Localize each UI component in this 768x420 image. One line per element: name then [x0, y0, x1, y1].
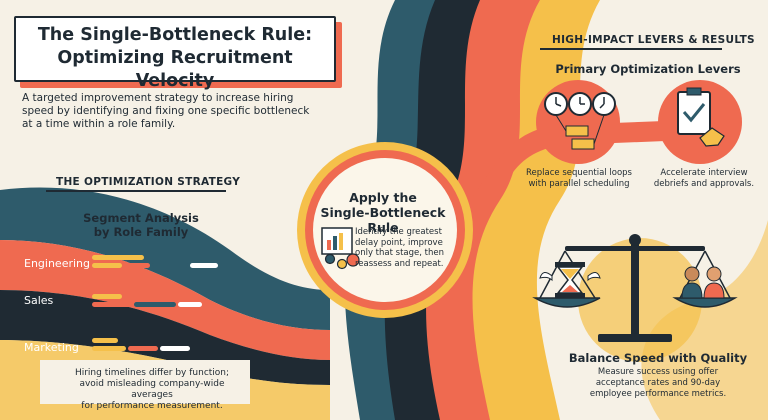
strategy-heading: THE OPTIMIZATION STRATEGY [56, 176, 241, 188]
title-line-1: The Single-Bottleneck Rule: [37, 25, 313, 45]
segment-title-line-1: Segment Analysis [83, 211, 199, 225]
ribbon-teal-left [0, 187, 330, 330]
note-panel [40, 360, 250, 404]
center-title: Apply the Single-Bottleneck Rule [305, 190, 461, 235]
balance-description-line-1: Measure success using offer [597, 367, 719, 377]
title-line-2: Optimizing Recruitment Velocity [57, 48, 293, 91]
intro-text: A targeted improvement strategy to incre… [22, 92, 310, 130]
balance-description: Measure success using offer acceptance r… [563, 367, 753, 400]
timeline-bar [160, 346, 190, 351]
segment-note-line-2: avoid misleading company-wide averages [79, 379, 225, 400]
segment-note-line-3: for performance measurement. [81, 401, 223, 411]
timeline-bar [92, 294, 122, 299]
levers-divider [540, 48, 722, 50]
role-engineering: Engineering [24, 257, 90, 270]
timeline-bar [128, 346, 158, 351]
balance-description-line-2: acceptance rates and 90-day [595, 378, 721, 388]
timeline-bar [92, 302, 132, 307]
lever2-caption-line-1: Accelerate interview [660, 168, 748, 178]
lever2-caption: Accelerate interview debriefs and approv… [648, 168, 760, 189]
timeline-bar [124, 263, 150, 268]
segment-note: Hiring timelines differ by function; avo… [64, 368, 240, 412]
lever1-caption: Replace sequential loops with parallel s… [520, 168, 638, 189]
lever1-caption-line-2: with parallel scheduling [528, 178, 630, 189]
center-title-line-2: Single-Bottleneck Rule [320, 205, 446, 235]
ribbon-connector-levers [470, 120, 690, 210]
timeline-bar [134, 302, 176, 307]
role-sales: Sales [24, 294, 54, 307]
balance-title: Balance Speed with Quality [568, 351, 748, 365]
levers-heading: HIGH-IMPACT LEVERS & RESULTS [552, 34, 755, 46]
chart-gears-icon [321, 227, 360, 270]
hourglass-icon [539, 262, 601, 298]
role-marketing: Marketing [24, 341, 79, 354]
clipboard-handshake-icon [677, 87, 725, 147]
title-box: The Single-Bottleneck Rule: Optimizing R… [14, 16, 336, 91]
timeline-bar [92, 346, 126, 351]
timeline-bar [92, 255, 144, 260]
balance-scale-icon [532, 234, 738, 362]
lever1-caption-line-1: Replace sequential loops [526, 168, 632, 178]
segment-title: Segment Analysis by Role Family [66, 211, 216, 239]
center-disc [313, 158, 457, 302]
page-title: The Single-Bottleneck Rule: Optimizing R… [16, 24, 334, 93]
clocks-icon [544, 92, 616, 150]
timeline-bar [190, 263, 218, 268]
segment-note-line-1: Hiring timelines differ by function; [74, 368, 230, 378]
timeline-bar [92, 338, 118, 343]
ribbon-yellow-corner [641, 220, 768, 420]
strategy-divider [46, 190, 226, 192]
segment-title-line-2: by Role Family [93, 225, 189, 239]
timeline-bar [178, 302, 202, 307]
timeline-bar [92, 263, 122, 268]
timeline-bar [152, 263, 188, 268]
lever2-caption-line-2: debriefs and approvals. [653, 178, 755, 189]
center-description: Identify the greatest delay point, impro… [355, 227, 444, 269]
balance-description-line-3: employee performance metrics. [589, 389, 727, 399]
levers-subheading: Primary Optimization Levers [555, 62, 741, 76]
ribbon-coral-left [0, 240, 330, 360]
people-icon [681, 266, 725, 299]
center-title-line-1: Apply the [349, 190, 417, 205]
